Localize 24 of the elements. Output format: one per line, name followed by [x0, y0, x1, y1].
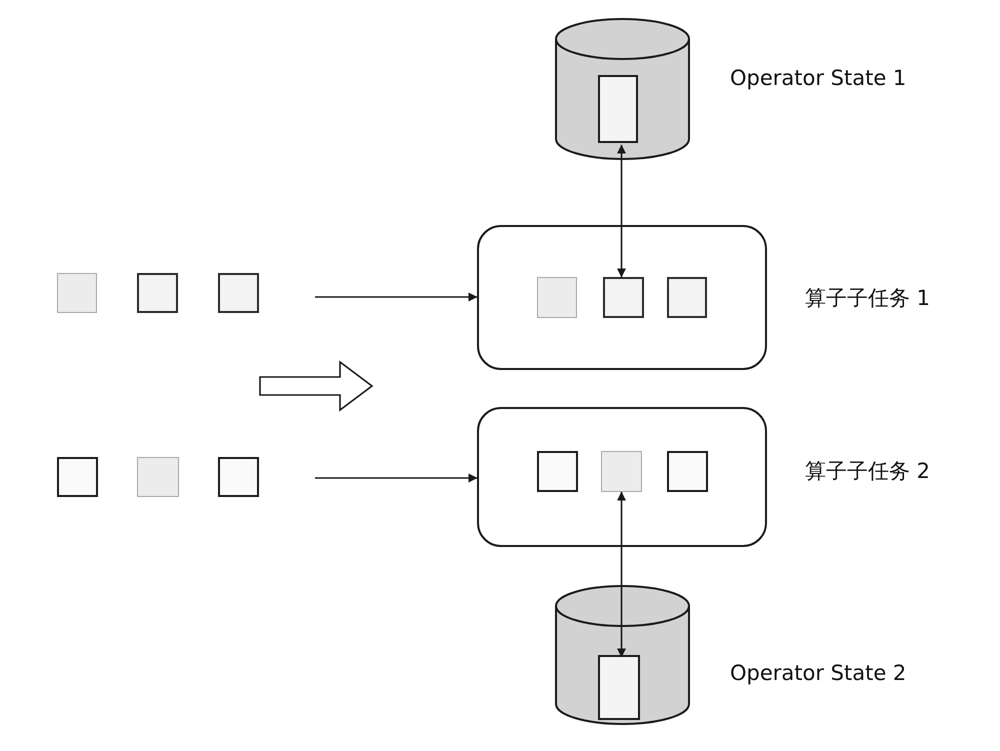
node-caption: 算子子任务 1 [805, 285, 930, 312]
node-caption: Operator State 1 [730, 66, 906, 90]
record-square [603, 277, 644, 318]
state-block [598, 75, 638, 143]
node-caption: Operator State 2 [730, 661, 906, 685]
subtask-box [477, 407, 767, 547]
subtask-box [477, 225, 767, 370]
arrow [617, 492, 626, 658]
record-square [601, 451, 642, 492]
record-square [537, 451, 578, 492]
record-square [667, 451, 708, 492]
record-square [137, 457, 179, 497]
state-block [598, 655, 640, 720]
arrow [315, 474, 478, 482]
record-square [537, 277, 577, 318]
record-square [137, 273, 178, 313]
record-square [218, 457, 259, 497]
record-square [57, 273, 97, 313]
node-caption: 算子子任务 2 [805, 458, 930, 485]
arrow [617, 144, 626, 278]
record-square [667, 277, 707, 318]
arrow [315, 292, 478, 302]
record-square [218, 273, 259, 313]
record-square [57, 457, 98, 497]
